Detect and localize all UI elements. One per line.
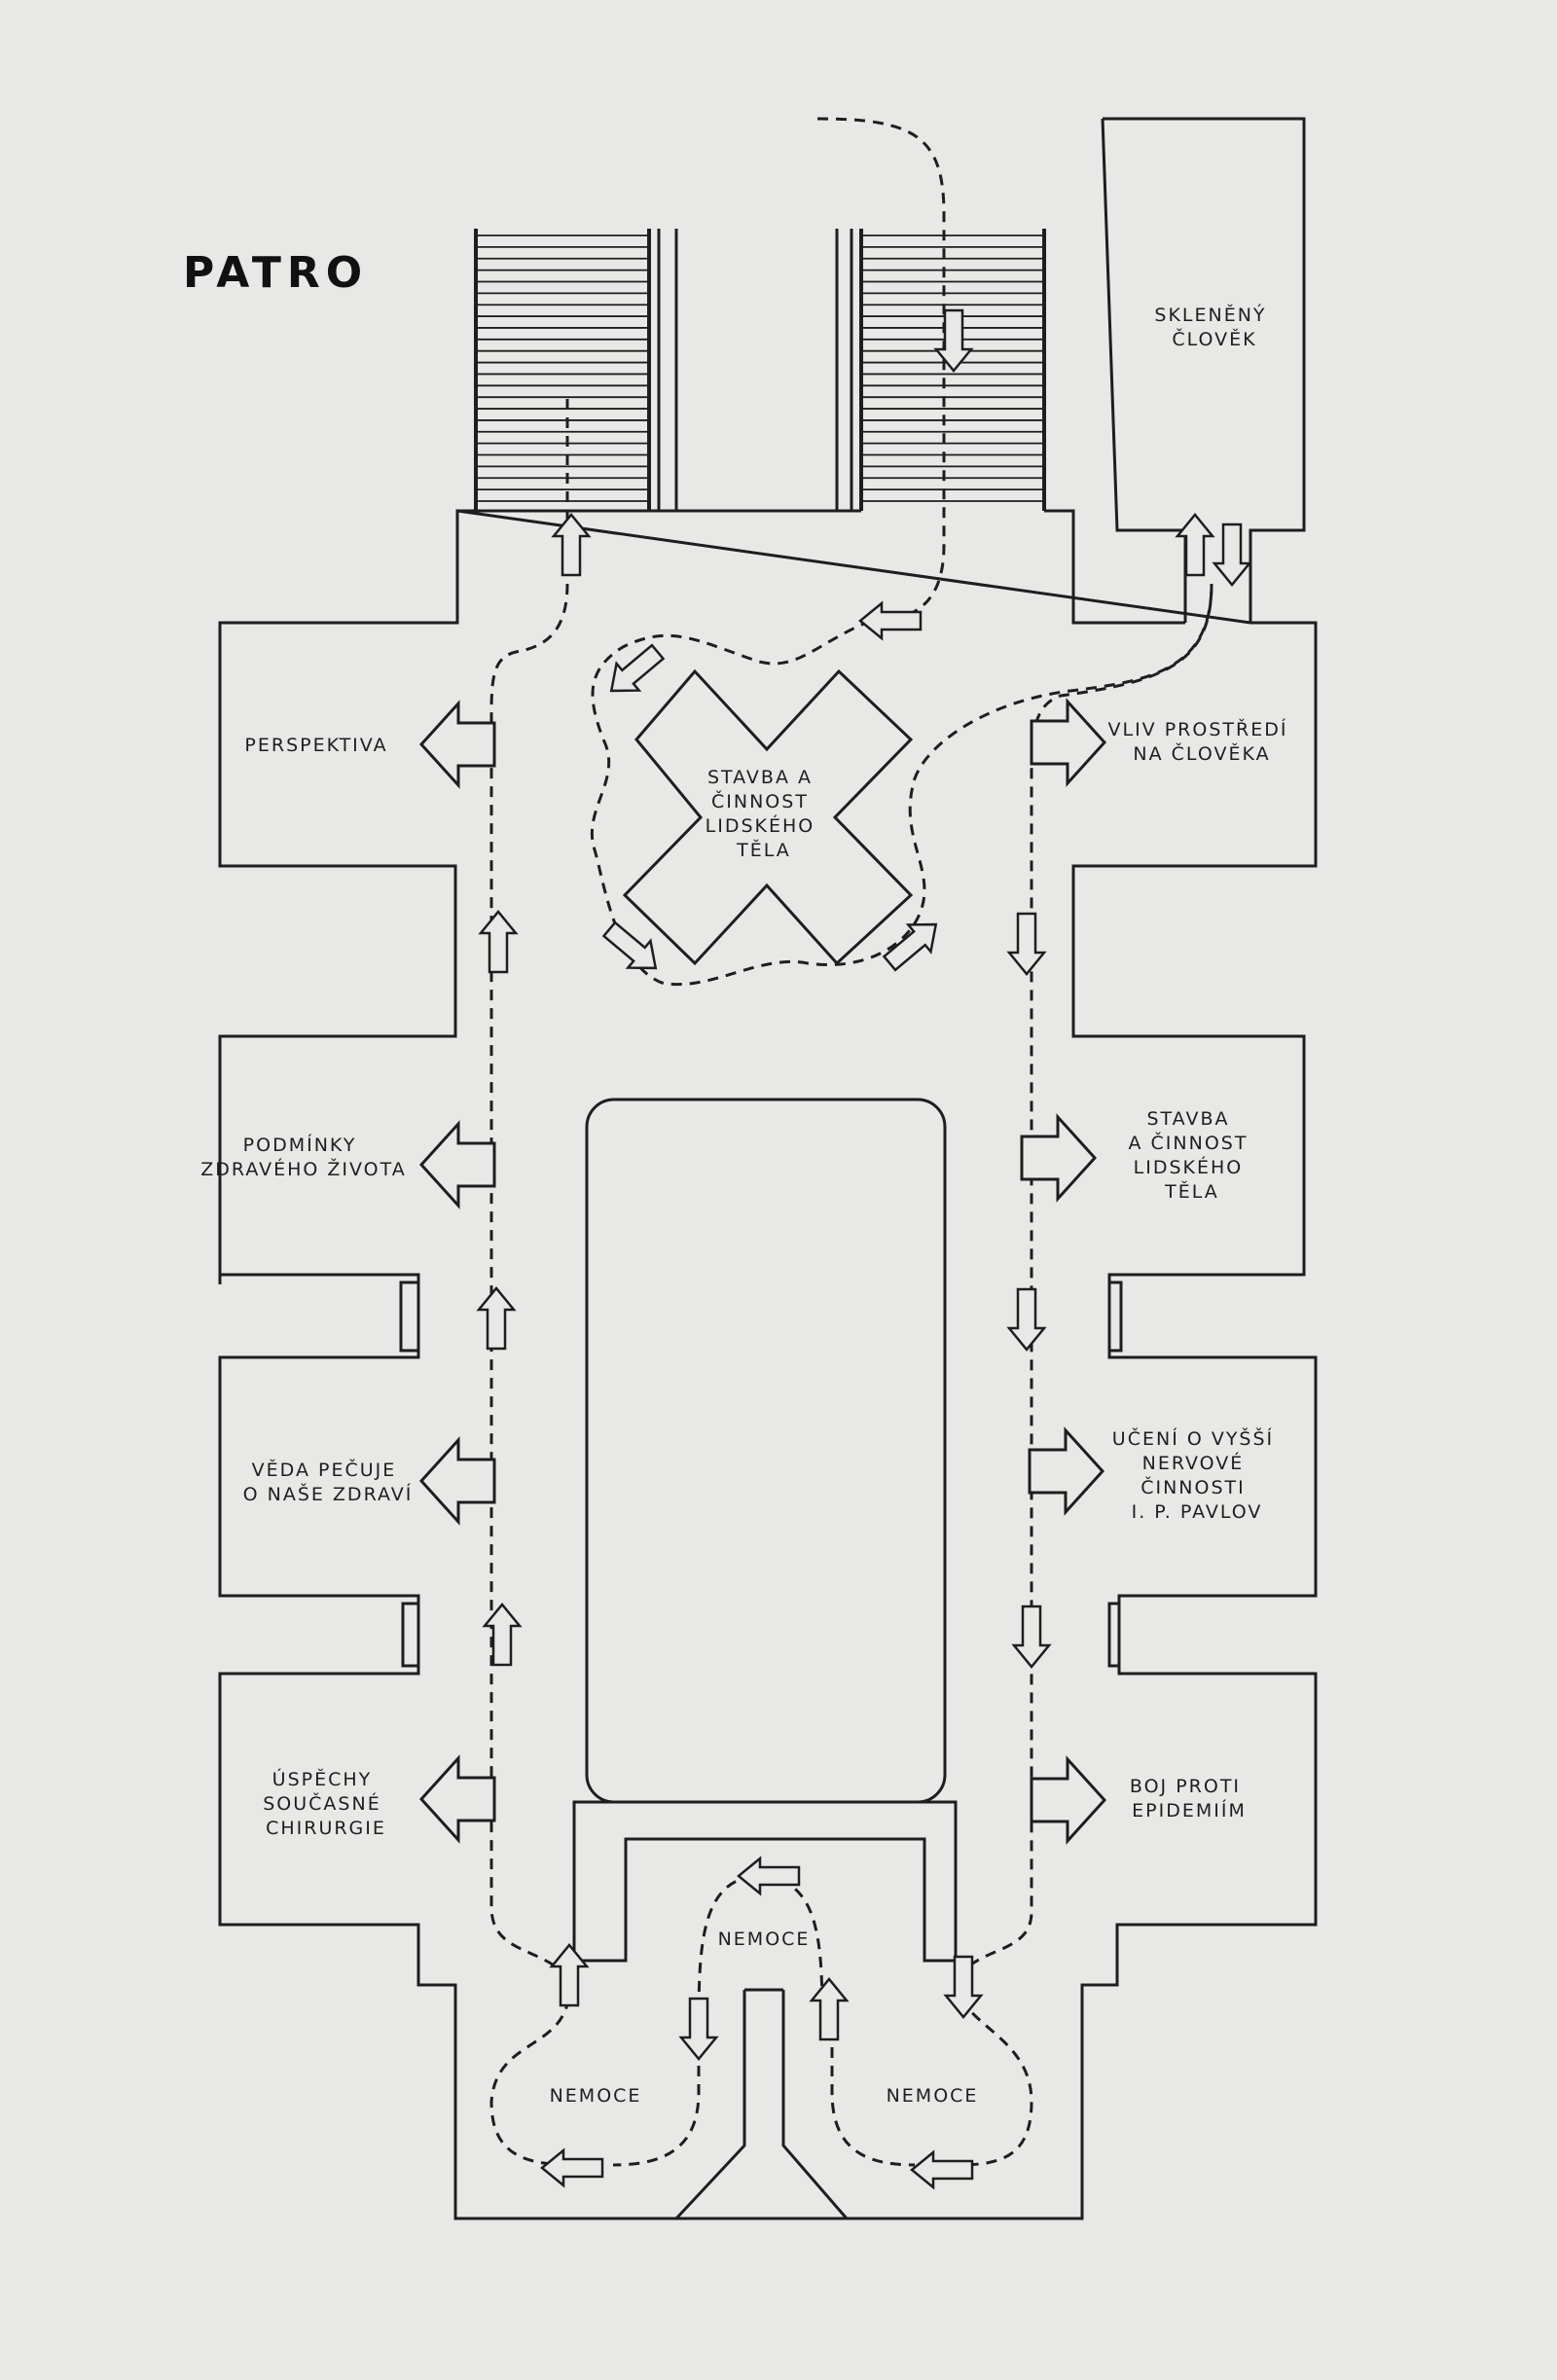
route-arrow [678,1997,719,2061]
room-entry-arrow-stavba [1020,1113,1098,1203]
route-arrow [882,922,938,972]
room-label-uceni: UČENÍ O VYŠŠÍ NERVOVÉ ČINNOSTI I. P. PAV… [1112,1426,1282,1523]
room-entry-arrow-perspektiva [418,700,496,789]
route-arrow [1006,912,1047,976]
bottom-exit-funnel [674,1988,849,2220]
route-arrow [809,1977,850,2041]
room-label-glass-man: SKLENĚNÝ ČLOVĚK [1154,304,1274,350]
room-label-nemoce-left: NEMOCE [550,2085,642,2107]
room-label-boj: BOJ PROTI EPIDEMIÍM [1130,1776,1249,1821]
room-entry-arrow-uspechy [418,1754,496,1844]
route-arrow [549,1943,590,2007]
glass-man-room-walls [1101,117,1306,623]
room-label-stavba-center: STAVBA A ČINNOST LIDSKÉHO TĚLA [706,767,823,861]
route-arrow [910,2149,974,2190]
stair-divider-wall [657,229,853,513]
room-label-perspektiva: PERSPEKTIVA [244,735,387,756]
room-label-uspechy: ÚSPĚCHY SOUČASNÉ CHIRURGIE [263,1767,389,1839]
left-niche-lower [401,1602,418,1668]
staircase-left [474,229,651,511]
route-arrow [601,920,658,970]
route-arrow [1011,1605,1052,1669]
left-niche-upper [218,1275,418,1352]
room-label-nemoce-right: NEMOCE [887,2085,979,2107]
route-arrow [933,308,974,373]
right-niche-upper [1109,1280,1123,1352]
room-entry-arrow-uceni [1028,1426,1105,1516]
room-label-veda: VĚDA PEČUJE O NAŠE ZDRAVÍ [243,1458,414,1505]
route-arrow [943,1955,984,2019]
room-entry-arrow-podminky [418,1120,496,1209]
room-entry-arrow-veda [418,1436,496,1526]
route-arrow-glass-down [1212,523,1252,587]
building-outline [218,509,1318,2220]
route-arrow [609,643,666,693]
room-label-stavba-right: STAVBA A ČINNOST LIDSKÉHO TĚLA [1128,1108,1255,1203]
route-arrow [858,600,923,641]
floor-title: PATRO [183,248,368,298]
room-entry-arrow-boj [1030,1755,1107,1845]
room-label-podminky: PODMÍNKY ZDRAVÉHO ŽIVOTA [200,1134,407,1180]
route-arrow [482,1603,523,1667]
room-label-nemoce-top: NEMOCE [718,1929,811,1950]
central-courtyard [585,1098,947,1804]
route-arrow [540,2147,604,2188]
route-arrow [476,1286,517,1351]
route-arrow [1006,1287,1047,1352]
right-niche-lower [1107,1602,1119,1668]
route-arrow [737,1856,801,1896]
route-arrow-glass-up [1175,513,1215,577]
route-arrow [551,513,592,577]
staircase-right [859,229,1046,511]
route-arrow [478,910,519,974]
room-entry-arrow-vliv [1030,698,1107,787]
room-label-vliv: VLIV PROSTŘEDÍ NA ČLOVĚKA [1108,718,1296,765]
bottom-wing-walls [572,1800,958,1963]
